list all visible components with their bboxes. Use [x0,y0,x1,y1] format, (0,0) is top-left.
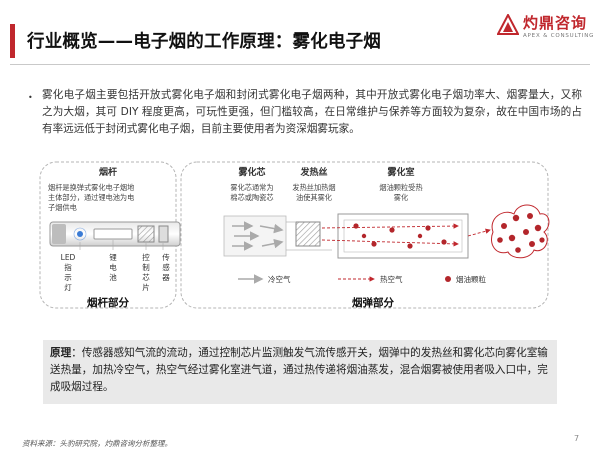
chamber-desc-2: 雾化 [394,193,408,202]
legend-cold-air-label: 冷空气 [268,274,291,284]
principle-label: 原理 [50,347,72,359]
chamber-desc-1: 烟油颗粒受热 [379,183,422,192]
title-divider [10,64,590,65]
source-note: 资料来源：头豹研究院，灼鼎咨询分析整理。 [22,439,172,448]
logo-name-cn: 灼鼎咨询 [523,14,588,32]
hot-air-flow-1 [321,223,459,229]
sensor-icon [158,225,169,243]
logo-name-en: APEX & CONSULTING [523,33,595,39]
chip-icon [137,225,155,243]
legend-hot-air-label: 热空气 [380,274,403,284]
rod-title: 烟杆 [99,166,117,178]
page-number: 7 [574,434,580,443]
part-label-sensor: 传感器 [162,252,170,282]
rod-end-cap [52,224,66,244]
heater-coil-block [295,221,321,247]
legend-particle-icon [445,276,451,282]
led-indicator-icon [73,227,87,241]
hot-air-flow-3 [467,228,491,237]
rod-section-label: 烟杆部分 [87,296,129,309]
title-accent-bar [10,24,15,58]
page-title: 行业概览——电子烟的工作原理：雾化电子烟 [27,32,381,52]
rod-desc-line-2: 主体部分，通过锂电池为电 [48,193,134,202]
heater-desc-2: 油使其雾化 [296,193,332,202]
rod-desc-line-1: 烟杆是换弹式雾化电子烟地 [48,183,134,192]
part-label-battery: 锂电池 [109,252,117,282]
atomizer-core-desc-1: 雾化芯通常为 [230,183,273,192]
part-label-chip: 控制芯片 [142,252,150,292]
legend-particles-label: 烟油颗粒 [456,274,486,284]
atomizing-chamber [337,213,469,259]
principle-box: 原理：传感器感知气流的流动，通过控制芯片监测触发气流传感开关，烟弹中的发热丝和雾… [43,340,557,404]
rod-desc-line-3: 子烟供电 [48,203,77,212]
cartridge-section-label: 烟弹部分 [352,296,394,309]
principle-text: ：传感器感知气流的流动，通过控制芯片监测触发气流传感开关，烟弹中的发热丝和雾化芯… [50,347,548,393]
hot-air-flow-2 [321,239,459,247]
atomizer-core-title: 雾化芯 [237,166,265,178]
bullet-icon: • [28,93,33,102]
vapor-cloud-icon [491,204,550,259]
heater-title: 发热丝 [299,166,327,178]
cartridge-section-frame [180,161,549,309]
company-logo: 灼鼎咨询 APEX & CONSULTING [497,12,597,48]
oil-particles [353,223,447,249]
battery-icon [93,228,133,240]
chamber-title: 雾化室 [386,166,414,178]
atomizer-core-desc-2: 棉芯或陶瓷芯 [230,193,273,202]
chamber-inner [343,219,463,253]
logo-triangle-icon [497,14,519,35]
intro-paragraph: 雾化电子烟主要包括开放式雾化电子烟和封闭式雾化电子烟两种，其中开放式雾化电子烟功… [42,89,582,135]
heater-desc-1: 发热丝加热烟 [292,183,335,192]
